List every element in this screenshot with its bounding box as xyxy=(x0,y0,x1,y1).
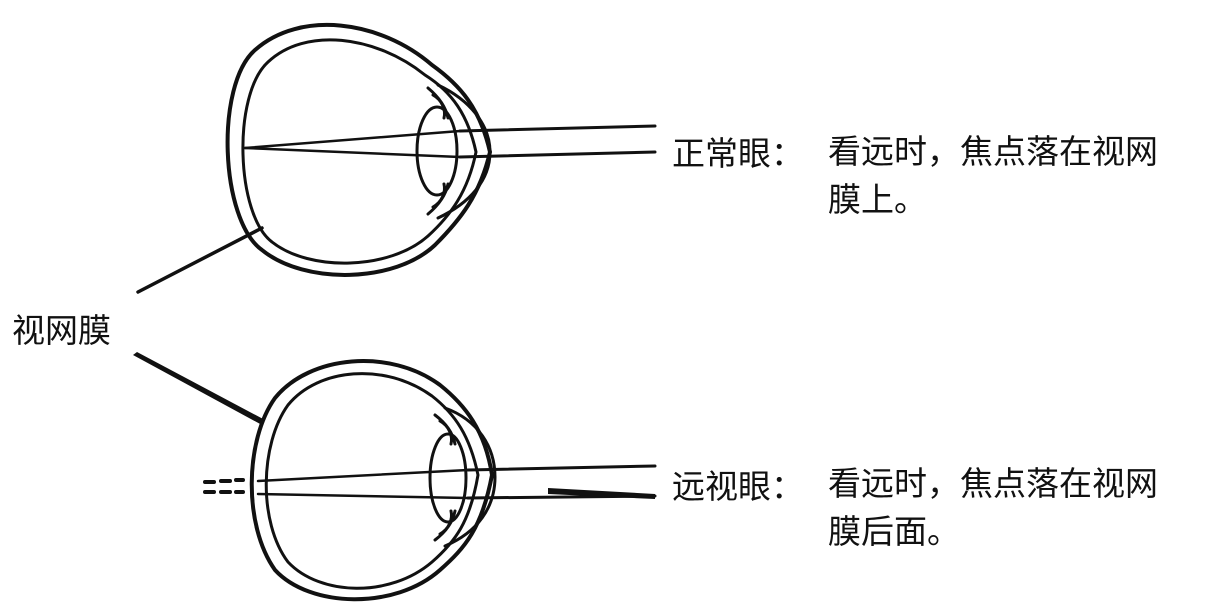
retina-pointer-upper xyxy=(136,226,264,294)
normal-eye-title: 正常眼： xyxy=(672,134,804,173)
hyperopic-eye-ray-converge-a xyxy=(256,468,470,483)
hyperopic-eye-description: 看远时，焦点落在视网 膜后面。 xyxy=(828,460,1193,556)
normal-eye-illustration xyxy=(225,23,657,277)
hyperopic-eye-desc-line2: 膜后面。 xyxy=(828,512,960,551)
normal-eye-ray-lower xyxy=(458,150,657,159)
hyperopic-eye-cornea xyxy=(443,406,497,548)
normal-eye-iris-lower xyxy=(426,182,450,216)
hyperopic-eye-iris-upper xyxy=(433,413,457,446)
normal-eye-retina xyxy=(241,38,478,265)
normal-eye-ray-converge-b xyxy=(243,146,462,159)
hyperopic-eye-illustration xyxy=(203,359,657,602)
hyperopic-eye-desc-line1: 看远时，焦点落在视网 xyxy=(828,464,1158,503)
retina-pointer-lower xyxy=(133,352,265,425)
normal-eye-desc-line2: 膜上。 xyxy=(828,180,927,219)
normal-eye-desc-line1: 看远时，焦点落在视网 xyxy=(828,132,1158,171)
hyperopic-eye-iris-lower xyxy=(433,509,457,542)
hyperopic-eye-sclera xyxy=(249,359,494,602)
hyperopic-eye-ray-shading xyxy=(548,488,655,499)
hyperopic-eye-ray-converge-b xyxy=(256,492,470,500)
hyperopic-eye-lens xyxy=(428,432,468,524)
focus-behind-retina-marks xyxy=(203,478,245,494)
normal-eye-description: 看远时，焦点落在视网 膜上。 xyxy=(828,128,1193,224)
normal-eye-lens xyxy=(415,105,459,197)
retina-label: 视网膜 xyxy=(12,311,111,350)
normal-eye-ray-upper xyxy=(458,124,657,133)
normal-eye-cornea xyxy=(436,83,492,220)
hyperopic-eye-retina xyxy=(264,372,480,590)
normal-eye-ray-converge-a xyxy=(243,129,462,150)
hyperopic-eye-ray-upper xyxy=(466,464,657,472)
hyperopic-eye-title: 远视眼： xyxy=(672,467,804,506)
